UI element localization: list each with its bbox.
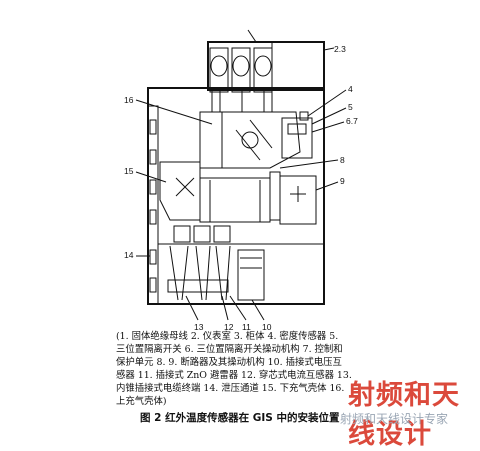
label-2-3: 2.3	[334, 44, 346, 54]
label-12: 12	[224, 322, 234, 330]
figure-caption: 图 2 红外温度传感器在 GIS 中的安装位置	[140, 412, 340, 424]
legend-line: 三位置隔离开关 6. 三位置隔离开关操动机构 7. 控制和	[116, 344, 343, 356]
legend-line: (1. 固体绝缘母线 2. 仪表室 3. 柜体 4. 密度传感器 5.	[116, 331, 339, 342]
label-9: 9	[340, 176, 345, 186]
label-8: 8	[340, 155, 345, 165]
leader-lines	[135, 47, 347, 321]
upper-gas-housing	[199, 111, 301, 169]
lower-gas-housing	[159, 161, 271, 223]
label-15: 15	[124, 166, 134, 176]
label-10: 10	[262, 322, 272, 330]
pressure-relief-channel	[147, 105, 159, 305]
legend-line: 保护单元 8. 9. 断路器及其操动机构 10. 插接式电压互	[116, 357, 342, 369]
label-16: 16	[124, 95, 134, 105]
instrument-room	[207, 41, 325, 91]
label-4: 4	[348, 84, 353, 94]
legend-line: 上充气壳体)	[116, 396, 167, 408]
label-6-7: 6.7	[346, 116, 358, 126]
watermark-subtitle: 射频和天线设计专家	[340, 412, 449, 426]
label-11: 11	[242, 322, 251, 330]
label-13: 13	[194, 322, 204, 330]
label-14: 14	[124, 250, 134, 260]
cable-compartment	[158, 225, 324, 301]
legend-text: (1. 固体绝缘母线 2. 仪表室 3. 柜体 4. 密度传感器 5. 三位置隔…	[116, 330, 366, 409]
density-sensor	[299, 111, 309, 121]
legend-line: 感器 11. 插接式 ZnO 避雷器 12. 穿芯式电流互感器 13.	[116, 370, 352, 382]
breaker-mechanism	[269, 171, 317, 225]
voltage-transformer	[237, 249, 265, 301]
label-5: 5	[348, 102, 353, 112]
gis-switchgear-diagram: 2.3 4 5 6.7 8 9 16 15 14 13 12 11 10	[124, 29, 358, 330]
legend-line: 内锥插接式电缆终端 14. 泄压通道 15. 下充气壳体 16.	[116, 383, 345, 395]
